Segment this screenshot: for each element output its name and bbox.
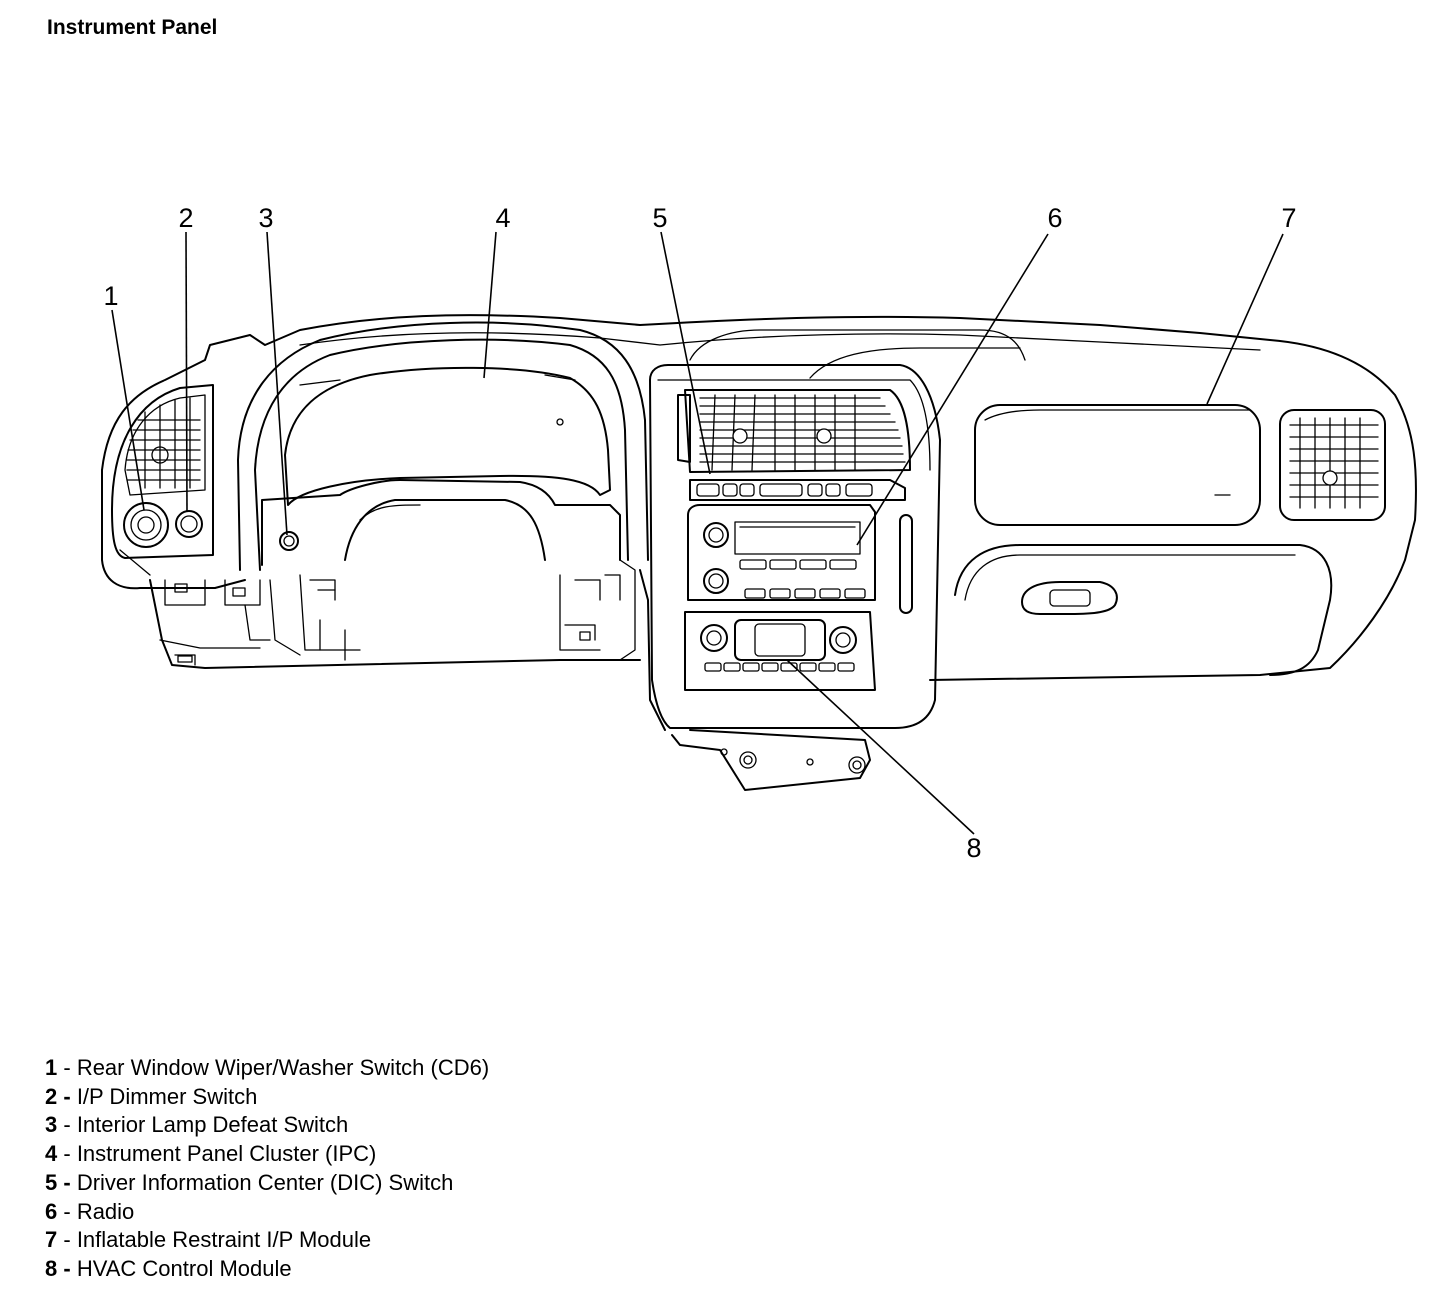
legend-item: 7 - Inflatable Restraint I/P Module [45,1227,372,1253]
legend-item: 3 - Interior Lamp Defeat Switch [45,1112,349,1138]
callout-6: 6 [1047,203,1062,233]
legend-item: 8 - HVAC Control Module [45,1255,292,1281]
callout-4: 4 [495,203,510,233]
legend-item: 2 - I/P Dimmer Switch [45,1083,258,1109]
callout-7: 7 [1281,203,1296,233]
callout-3: 3 [258,203,273,233]
parts-legend: 1 - Rear Window Wiper/Washer Switch (CD6… [45,1054,489,1284]
callout-2: 2 [178,203,193,233]
legend-item: 4 - Instrument Panel Cluster (IPC) [45,1141,377,1167]
callout-1: 1 [103,281,118,311]
legend-item: 5 - Driver Information Center (DIC) Swit… [45,1169,454,1195]
dashboard-body [101,314,1417,791]
leader-lines [111,231,1284,835]
callout-8: 8 [966,833,981,863]
legend-item: 6 - Radio [45,1198,135,1224]
legend-item: 1 - Rear Window Wiper/Washer Switch (CD6… [45,1055,490,1080]
page-title: Instrument Panel [47,16,218,39]
callout-labels: 1 2 3 4 5 6 7 8 [103,203,1296,863]
callout-5: 5 [652,203,667,233]
